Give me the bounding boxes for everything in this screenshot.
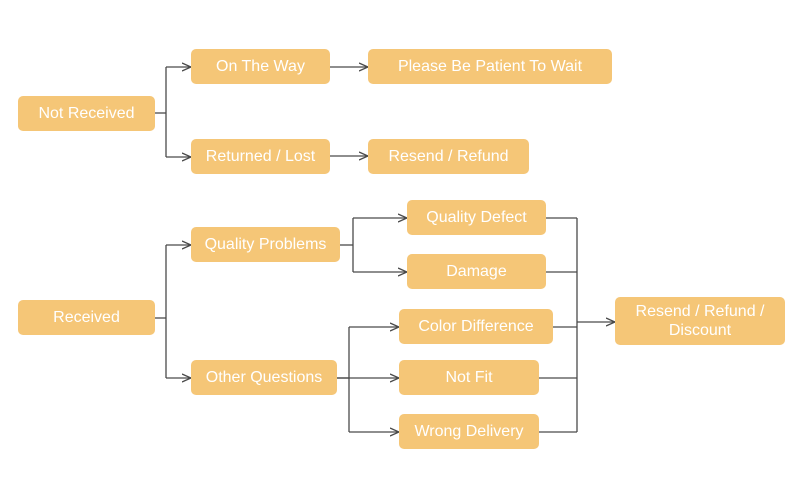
node-label: Other Questions (205, 369, 323, 386)
node-not-fit: Not Fit (399, 360, 539, 395)
node-not-received: Not Received (18, 96, 155, 131)
node-label: Received (53, 309, 120, 326)
node-color-difference: Color Difference (399, 309, 553, 344)
node-label: Wrong Delivery (414, 423, 524, 440)
node-quality-problems: Quality Problems (191, 227, 340, 262)
node-label: Quality Problems (204, 236, 327, 253)
node-resend-refund-discount: Resend / Refund / Discount (615, 297, 785, 345)
node-label: Quality Defect (426, 209, 527, 226)
node-label: Returned / Lost (205, 148, 316, 165)
node-please-wait: Please Be Patient To Wait (368, 49, 612, 84)
node-returned-lost: Returned / Lost (191, 139, 330, 174)
node-received: Received (18, 300, 155, 335)
node-label: Please Be Patient To Wait (397, 58, 583, 75)
node-label: Color Difference (418, 318, 534, 335)
node-quality-defect: Quality Defect (407, 200, 546, 235)
node-label: Not Fit (445, 369, 493, 386)
node-label: Resend / Refund (388, 148, 509, 165)
node-damage: Damage (407, 254, 546, 289)
node-label: Damage (446, 263, 507, 280)
node-label: Resend / Refund / Discount (635, 303, 765, 339)
node-wrong-delivery: Wrong Delivery (399, 414, 539, 449)
node-other-questions: Other Questions (191, 360, 337, 395)
node-label: Not Received (38, 105, 135, 122)
node-label: On The Way (216, 58, 305, 75)
node-resend-refund: Resend / Refund (368, 139, 529, 174)
node-on-the-way: On The Way (191, 49, 330, 84)
